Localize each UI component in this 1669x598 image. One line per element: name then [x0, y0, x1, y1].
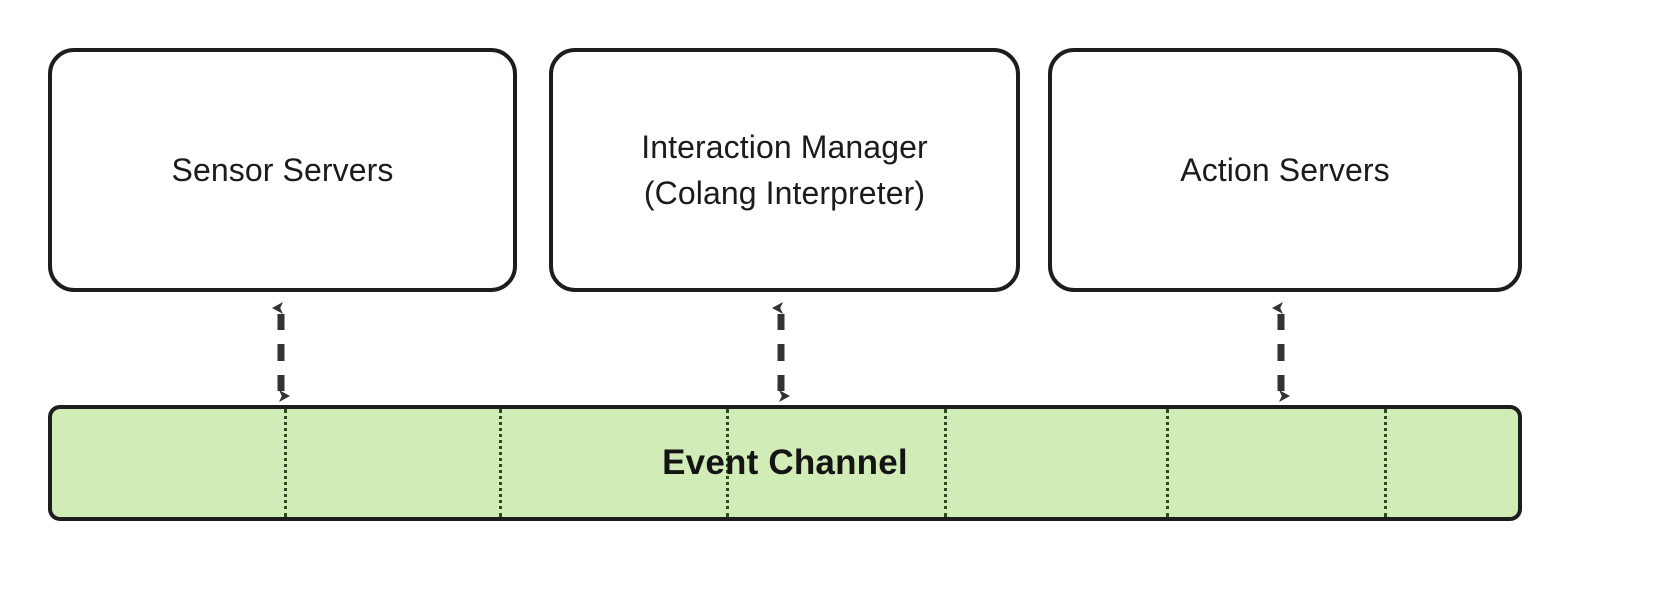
event-channel-tick [1384, 409, 1387, 517]
node-interaction-manager[interactable]: Interaction Manager (Colang Interpreter) [549, 48, 1020, 292]
event-channel-bar[interactable]: Event Channel [48, 405, 1522, 521]
event-channel-tick [284, 409, 287, 517]
node-sensor-servers-label: Sensor Servers [171, 151, 394, 188]
node-interaction-manager-label: Interaction Manager (Colang Interpreter) [641, 128, 928, 211]
event-channel-tick [499, 409, 502, 517]
node-sensor-servers[interactable]: Sensor Servers [48, 48, 517, 292]
event-channel-tick [944, 409, 947, 517]
node-action-servers[interactable]: Action Servers [1048, 48, 1522, 292]
node-action-servers-label: Action Servers [1180, 151, 1390, 188]
event-channel-tick [1166, 409, 1169, 517]
event-channel-tick [726, 409, 729, 517]
event-channel-label: Event Channel [662, 443, 908, 482]
